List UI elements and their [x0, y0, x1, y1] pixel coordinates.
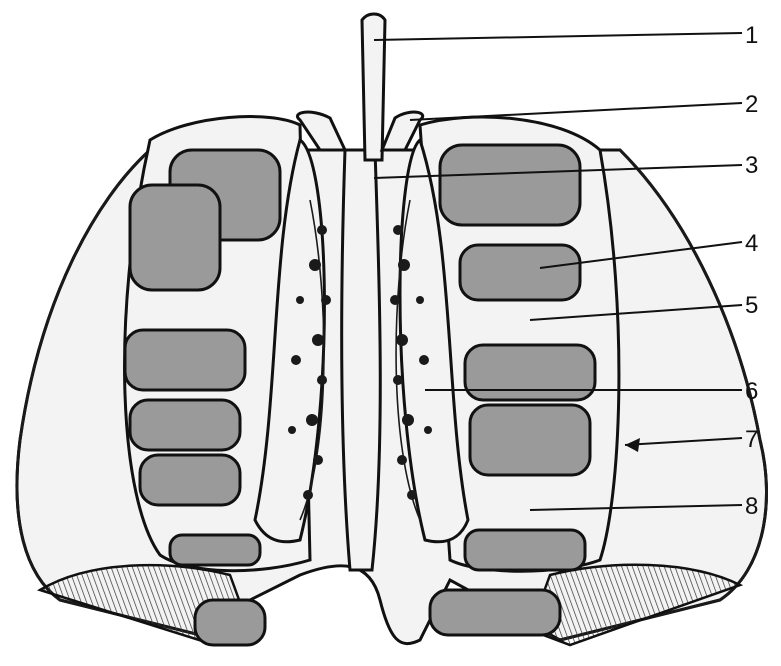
label-5: 5 [745, 292, 758, 319]
upper-projections [297, 112, 422, 150]
label-1: 1 [745, 22, 758, 49]
label-8: 8 [745, 493, 758, 520]
central-plates [255, 140, 468, 570]
label-6: 6 [745, 378, 758, 405]
label-4: 4 [745, 230, 758, 257]
label-7: 7 [745, 426, 758, 453]
callout-labels: 1 2 3 4 5 6 7 8 [745, 22, 758, 520]
label-3: 3 [745, 152, 758, 179]
label-2: 2 [745, 91, 758, 118]
vertical-rod [362, 14, 385, 160]
